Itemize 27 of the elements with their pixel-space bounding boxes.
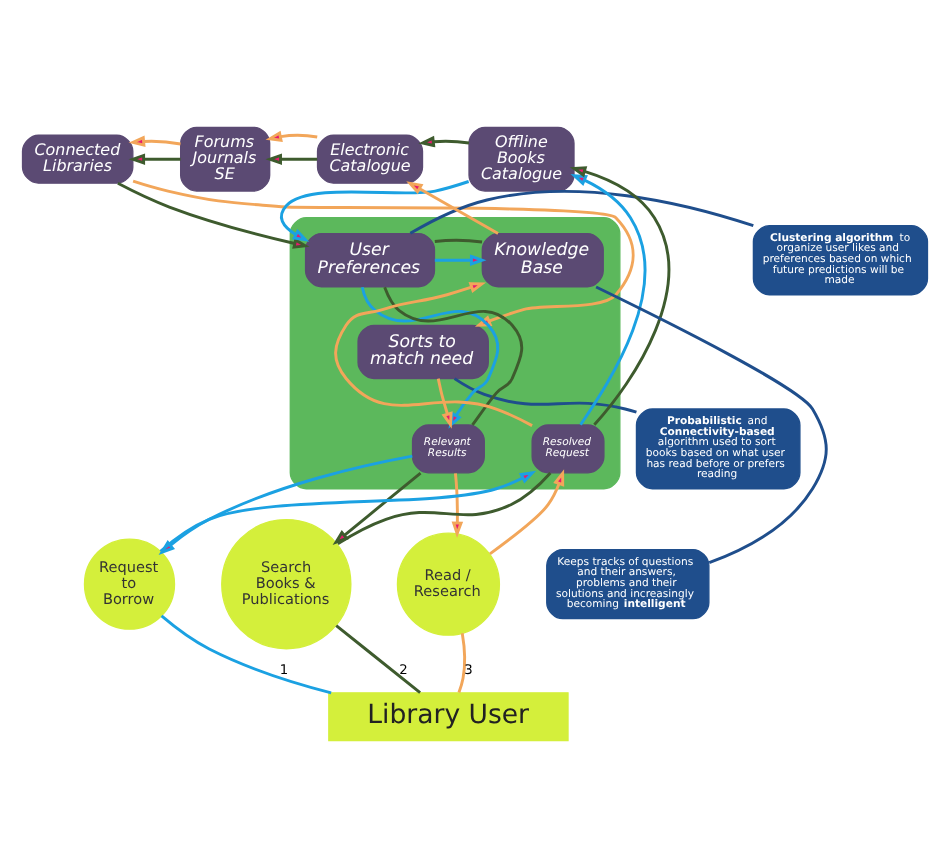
node-box: Library User <box>328 692 569 742</box>
arrow <box>569 166 671 426</box>
arrow <box>128 153 181 165</box>
arrow <box>265 130 318 143</box>
connector <box>160 614 332 695</box>
connector <box>434 238 483 244</box>
arrow <box>117 182 310 249</box>
arrow <box>128 135 181 148</box>
connector <box>457 633 467 694</box>
arrow <box>418 135 470 148</box>
node-box: Sorts to match need <box>357 324 489 380</box>
connector <box>335 624 421 694</box>
node-box: User Preferences <box>304 232 436 288</box>
connector <box>453 377 637 414</box>
arrow <box>406 181 499 235</box>
arrow <box>434 254 487 266</box>
arrow <box>265 153 318 165</box>
arrow <box>451 473 464 539</box>
arrow <box>489 469 565 556</box>
connector <box>409 190 754 235</box>
connector <box>595 285 828 565</box>
arrow <box>279 180 470 242</box>
connector <box>337 472 552 546</box>
arrow <box>570 173 647 426</box>
node-box: Knowledge Base <box>481 232 604 288</box>
connector <box>383 286 524 426</box>
arrow <box>436 378 453 429</box>
